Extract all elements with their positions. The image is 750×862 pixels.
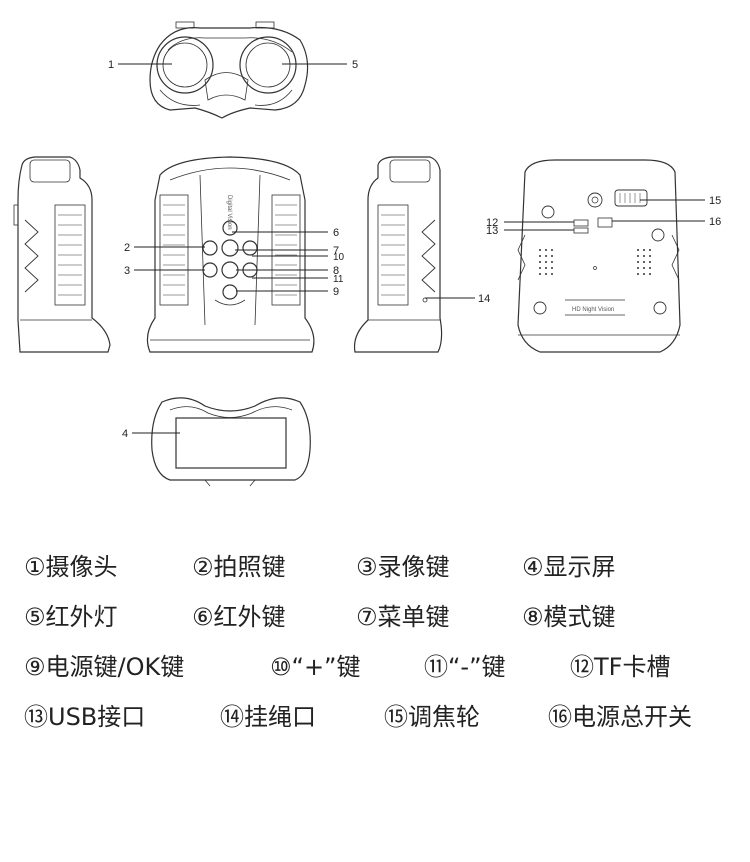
callout-1: 1	[108, 59, 114, 71]
menu-button-icon	[221, 239, 239, 257]
focus-wheel-icon	[614, 189, 648, 207]
screen-view	[151, 397, 311, 487]
callout-14: 14	[478, 293, 490, 305]
tf-slot-icon	[573, 219, 589, 227]
legend-item-focus-wheel: ⑮调焦轮	[384, 703, 480, 731]
mode-button-icon	[221, 261, 239, 279]
plus-button-icon	[242, 240, 258, 256]
front-brand-label: Digital Vision	[226, 195, 232, 230]
focus-knob-icon	[587, 192, 603, 208]
lanyard-hole-icon	[422, 297, 428, 303]
video-button-icon	[202, 262, 218, 278]
ir-button-icon	[222, 220, 238, 236]
legend-item-usb-port: ⑬USB接口	[24, 703, 146, 731]
callout-13: 13	[486, 225, 498, 237]
callout-12: 12	[486, 217, 498, 229]
legend-item-menu-key: ⑦菜单键	[356, 603, 450, 631]
back-brand-label: HD Night Vision	[572, 307, 614, 313]
callout-15: 15	[709, 195, 721, 207]
right-side-view	[353, 156, 443, 353]
callout-2: 2	[124, 242, 130, 254]
callout-3: 3	[124, 265, 130, 277]
callout-10: 10	[333, 252, 345, 263]
legend-item-photo-key: ②拍照键	[192, 553, 286, 581]
callout-numbers: 1 5 2 3 6 7 10 8 11 9 4 12 13 14 15 16	[108, 59, 721, 440]
legend-item-main-power-switch: ⑯电源总开关	[548, 703, 692, 731]
legend-item-ir-key: ⑥红外键	[192, 603, 286, 631]
callout-6: 6	[333, 227, 339, 239]
legend-item-plus-key: ⑩“+”键	[270, 653, 361, 681]
ir-lamp-icon	[239, 36, 297, 94]
leader-lines	[118, 63, 705, 434]
back-view	[517, 159, 681, 353]
legend-item-video-key: ③录像键	[356, 553, 450, 581]
legend: ①摄像头 ②拍照键 ③录像键 ④显示屏 ⑤红外灯 ⑥红外键 ⑦菜单键 ⑧模式键 …	[0, 540, 750, 760]
callout-7: 7	[333, 245, 339, 257]
callout-4: 4	[122, 428, 128, 440]
left-side-view	[13, 156, 111, 353]
legend-item-power-ok-key: ⑨电源键/OK键	[24, 653, 185, 681]
legend-item-camera: ①摄像头	[24, 553, 118, 581]
display-screen-icon	[175, 417, 287, 469]
callout-11: 11	[333, 274, 344, 285]
callout-16: 16	[709, 216, 721, 228]
power-switch-icon	[597, 217, 613, 228]
speaker-grille	[539, 249, 651, 275]
legend-item-tf-slot: ⑫TF卡槽	[570, 653, 671, 681]
camera-lens-icon	[156, 36, 214, 94]
callout-8: 8	[333, 265, 339, 277]
device-diagram: Digital Vision	[13, 21, 721, 487]
photo-button-icon	[202, 240, 218, 256]
power-ok-button-icon	[222, 284, 238, 300]
callout-5: 5	[352, 59, 358, 71]
legend-item-lanyard-hole: ⑭挂绳口	[220, 703, 316, 731]
callout-9: 9	[333, 286, 339, 298]
top-view	[149, 21, 309, 119]
legend-item-ir-lamp: ⑤红外灯	[24, 603, 118, 631]
front-view	[146, 156, 315, 353]
legend-item-mode-key: ⑧模式键	[522, 603, 616, 631]
legend-item-minus-key: ⑪“-”键	[424, 653, 506, 681]
legend-item-display: ④显示屏	[522, 553, 616, 581]
usb-port-icon	[573, 227, 589, 234]
